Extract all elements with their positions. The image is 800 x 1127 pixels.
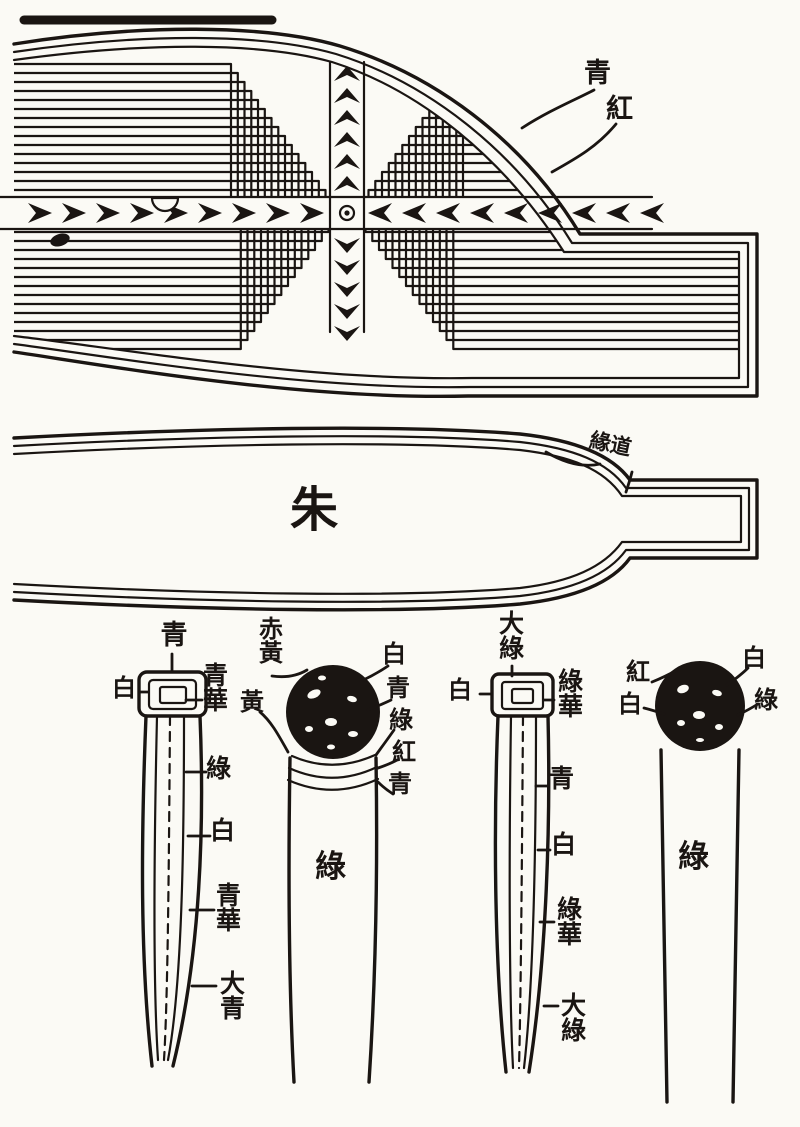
chevron-band	[334, 66, 360, 341]
label-round1-right-0: 白	[382, 640, 406, 668]
rafter2-head-core	[510, 687, 535, 705]
label-middle-beam-body: 朱	[290, 482, 339, 538]
rafter1-leader-ticks	[138, 690, 218, 988]
label-rafter1-right-3: 青華	[212, 882, 242, 932]
label-round1-right-3: 紅	[392, 738, 416, 766]
label-round2-right-1: 綠	[754, 686, 778, 714]
rafter1-head-inner	[147, 678, 198, 711]
round-rafter-2-leaders	[642, 666, 760, 717]
pearl-head-2-highlights	[677, 684, 723, 742]
round-rafter-1-leaders	[258, 664, 399, 796]
pearl-neck-rings	[286, 753, 380, 791]
top-beam-border-bands	[12, 27, 759, 399]
center-rosette	[338, 204, 356, 222]
label-round1-right-1: 青	[386, 674, 410, 702]
rafter2-body	[493, 714, 551, 1074]
rafter1-head-outer	[137, 670, 208, 718]
label-round2-body: 綠	[678, 839, 709, 875]
middle-beam-border-bands	[12, 426, 759, 612]
fret-pattern-top-right	[367, 62, 702, 198]
label-round1-left-1: 黃	[240, 688, 264, 716]
label-round1-right-4: 青	[388, 770, 412, 798]
band-notch	[150, 196, 180, 213]
round-rafter-2	[642, 661, 760, 1104]
label-rafter1-right-4: 大青	[216, 970, 246, 1020]
label-rafter1-right-1: 綠	[206, 754, 232, 783]
pearl-head-1-highlights	[305, 675, 358, 750]
pearl-head-2	[655, 661, 745, 751]
label-round2-right-0: 白	[742, 644, 766, 672]
label-rafter1-right-0: 青華	[199, 662, 229, 712]
center-rosette-dot	[344, 210, 350, 216]
flying-rafter-2	[478, 664, 560, 1074]
label-rafter2-top: 大綠	[495, 610, 525, 660]
rafters-panel	[137, 652, 760, 1104]
top-beam-panel	[0, 15, 759, 399]
label-rafter1-left: 白	[112, 674, 136, 702]
round-rafter-1-body	[287, 756, 379, 1084]
fret-pattern-bottom-right	[364, 228, 739, 351]
label-round2-left-1: 白	[618, 690, 642, 718]
label-round1-right-2: 綠	[389, 706, 413, 734]
middle-beam-leader-lines	[544, 450, 634, 494]
rafter2-head-inner	[500, 680, 545, 711]
rafter2-leader-ticks	[478, 692, 560, 1008]
rafter1-body	[140, 714, 204, 1068]
label-rafter1-top: 青	[155, 620, 187, 647]
label-top-beam-inner-band: 紅	[606, 94, 633, 125]
label-rafter2-right-3: 綠華	[553, 896, 583, 946]
scan-smudge	[50, 233, 70, 247]
fret-pattern	[14, 62, 739, 351]
flying-rafter-1	[137, 652, 218, 1068]
round-rafter-2-body	[659, 748, 741, 1104]
label-top-beam-outer-band: 青	[584, 58, 611, 89]
label-round2-left-0: 紅	[626, 658, 650, 686]
label-rafter2-right-4: 大綠	[557, 992, 587, 1042]
label-round1-body: 綠	[315, 849, 346, 885]
fret-pattern-bottom-left	[14, 228, 330, 351]
middle-beam-panel	[12, 426, 759, 612]
label-rafter2-right-1: 青	[549, 764, 575, 793]
label-round1-left-0: 赤黃	[254, 616, 283, 664]
label-rafter2-right-0: 綠華	[554, 668, 584, 718]
label-rafter2-right-2: 白	[551, 830, 577, 859]
fret-pattern-top-left	[14, 62, 327, 198]
round-rafter-1	[258, 664, 399, 1084]
rafter1-head-core	[158, 685, 188, 705]
cross-band-borders	[0, 60, 654, 334]
label-rafter1-right-2: 白	[210, 816, 236, 845]
label-rafter2-left: 白	[448, 676, 472, 704]
top-beam-leader-lines	[520, 88, 618, 174]
